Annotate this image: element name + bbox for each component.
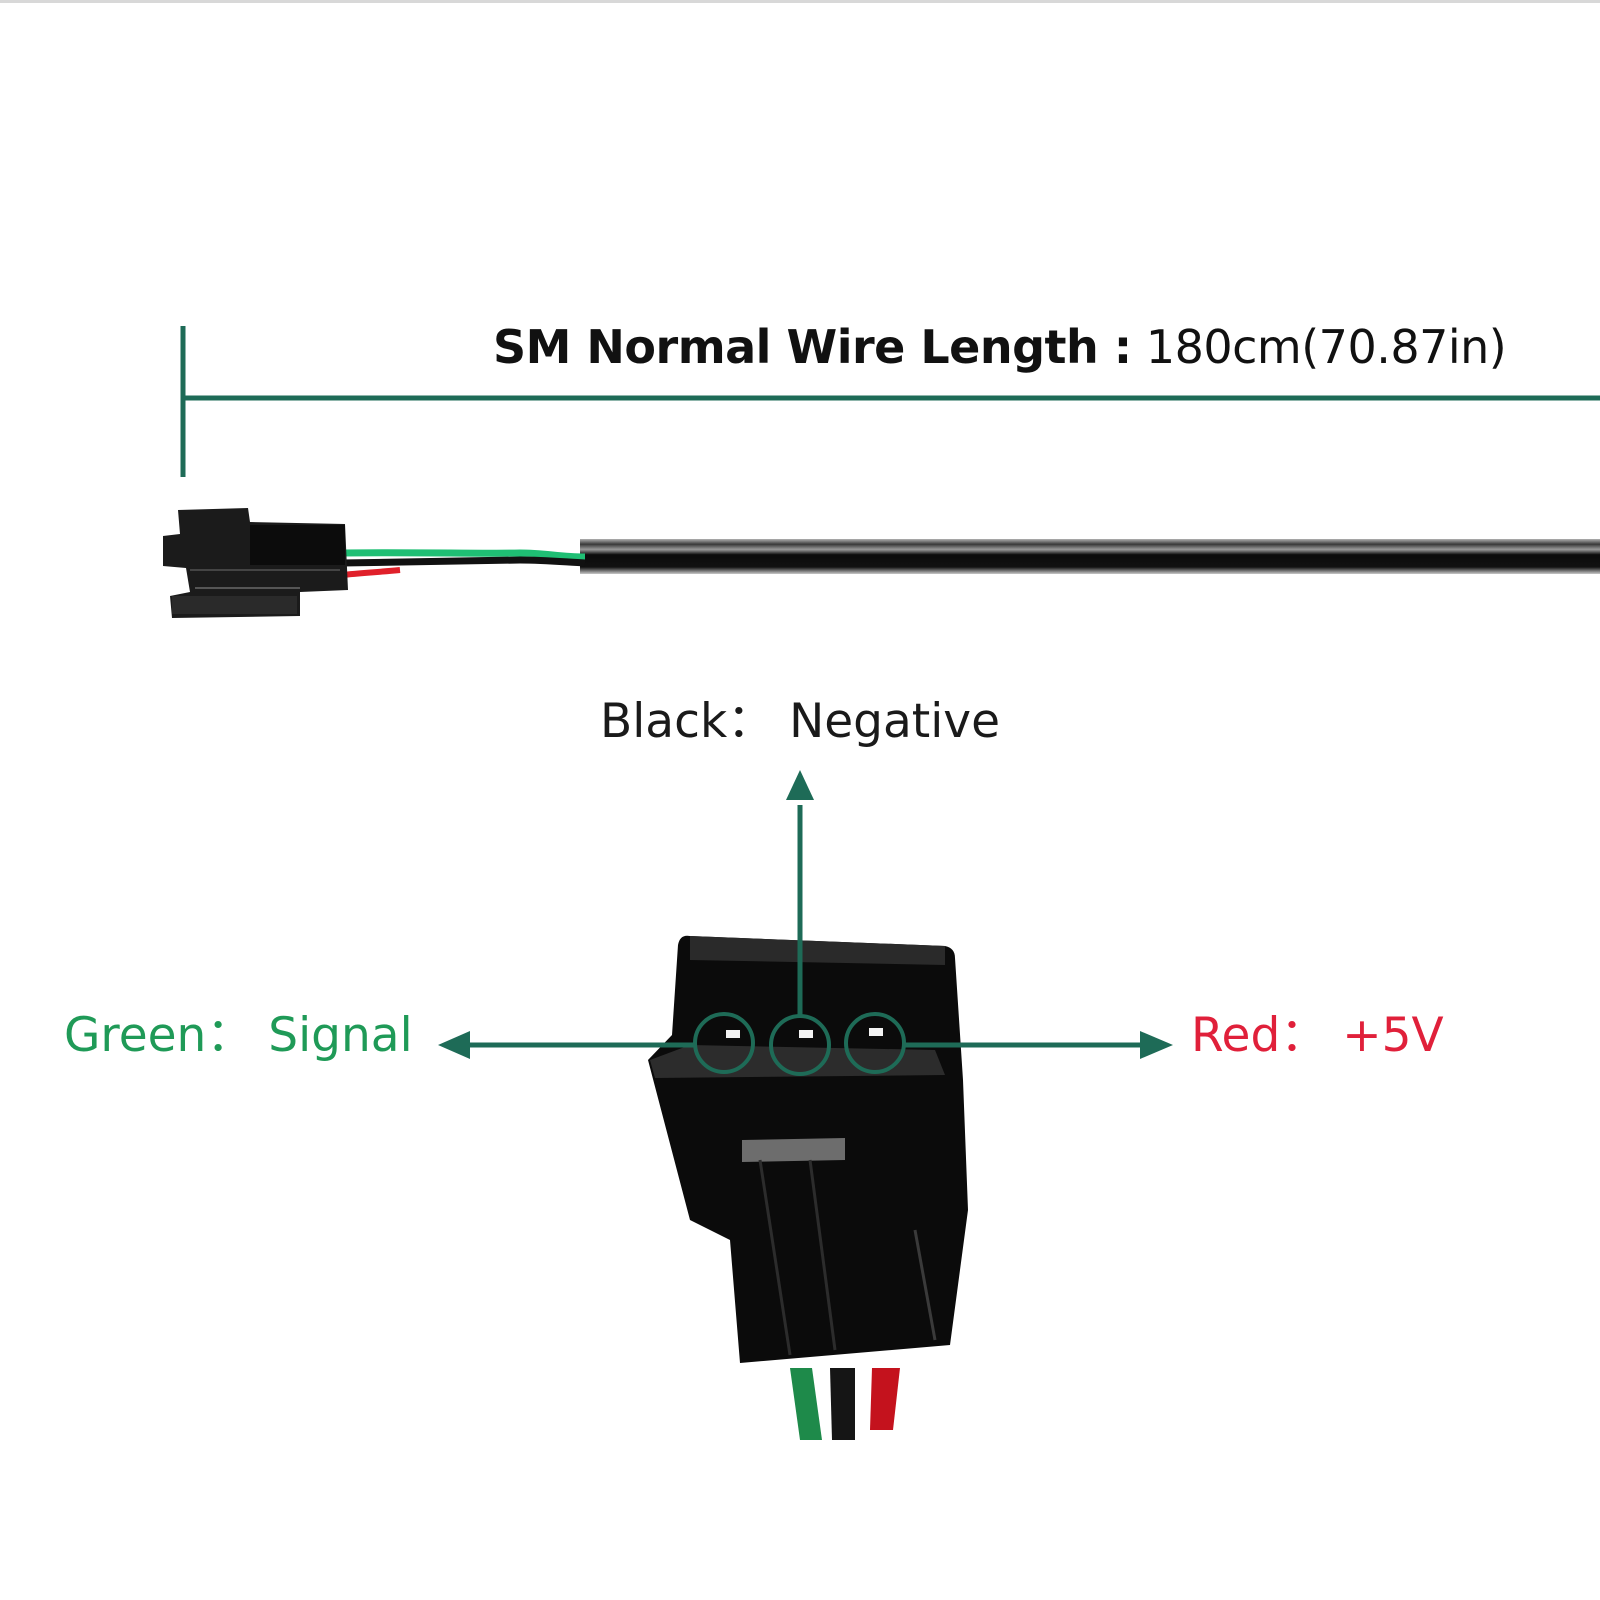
- arrow-negative: [786, 770, 814, 1016]
- arrow-power: [904, 1031, 1173, 1059]
- wire-length-title: SM Normal Wire Length : 180cm(70.87in): [493, 318, 1507, 376]
- sm-connector-face: [648, 935, 968, 1363]
- length-dimension-line: [180, 326, 1600, 477]
- arrow-signal: [438, 1031, 695, 1059]
- top-border: [0, 0, 1600, 3]
- cable-top: [341, 539, 1600, 578]
- pin-label-red-5v: Red： +5V: [1191, 1008, 1444, 1063]
- connector-wires: [790, 1368, 900, 1440]
- wire-length-value: 180cm(70.87in): [1145, 320, 1507, 374]
- wire-length-label: SM Normal Wire Length :: [493, 320, 1132, 374]
- pin-label-green-signal: Green： Signal: [64, 1008, 413, 1063]
- sm-connector-side: [163, 508, 348, 618]
- pin-label-black-negative: Black： Negative: [600, 694, 1001, 749]
